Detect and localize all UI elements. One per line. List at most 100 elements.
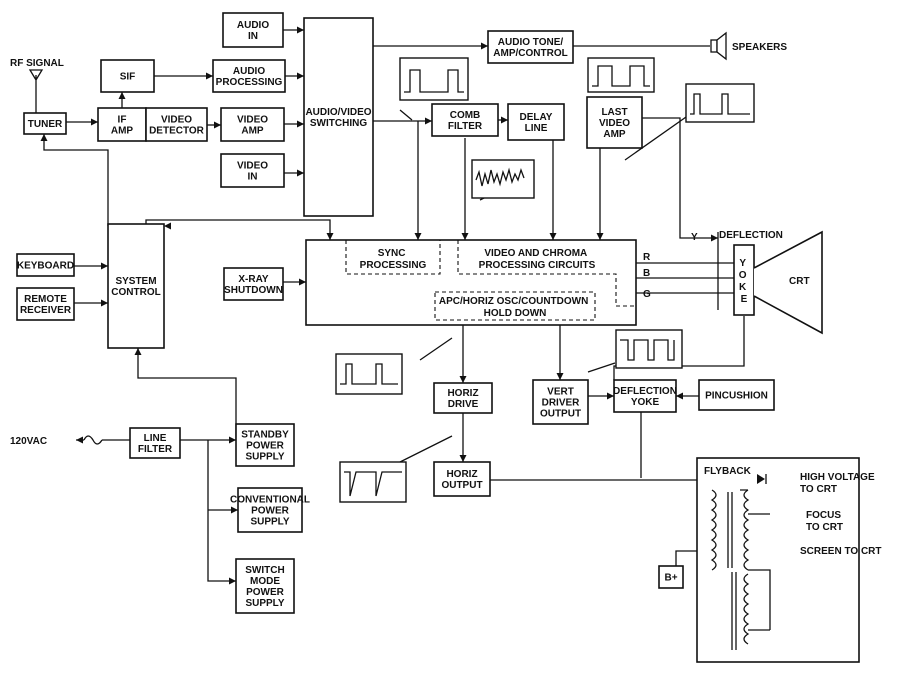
crt-label: CRT [789, 276, 810, 287]
scope-trace-2 [587, 57, 655, 93]
hv-diode-icon [757, 474, 765, 484]
b-plus-block-label: B+ [664, 573, 677, 584]
scope-trace-3 [685, 83, 755, 123]
pincushion-block-box [698, 379, 775, 411]
conventional-ps-block-box [237, 487, 303, 533]
arrowhead [76, 436, 83, 444]
arrowhead [326, 233, 334, 240]
arrowhead [229, 436, 236, 444]
scope-trace-4 [471, 159, 535, 199]
av-switching-block-box [303, 17, 374, 217]
keyboard-block-box [16, 253, 75, 277]
arrowhead [676, 392, 683, 400]
comb-filter-block-box [431, 103, 499, 137]
arrowhead [134, 348, 142, 355]
arrowhead [481, 42, 488, 50]
arrowhead [231, 506, 238, 514]
flyback-box [696, 457, 860, 663]
arrowhead [214, 121, 221, 129]
switch-mode-ps-block-box [235, 558, 295, 614]
video-chroma-section [457, 240, 636, 307]
arrowhead [711, 234, 718, 242]
flyback-transformer [696, 457, 860, 663]
line-filter-block-box [129, 427, 181, 459]
arrowhead [297, 120, 304, 128]
y-signal-label: Y [691, 232, 698, 243]
keyboard-block-label: KEYBOARD [17, 261, 74, 272]
flyback-label: FLYBACK [704, 466, 752, 477]
system-control-block-box [107, 223, 165, 349]
arrowhead [297, 169, 304, 177]
arrowhead [40, 134, 48, 141]
tuner-block-box [23, 112, 67, 135]
audio-processing-block-box [212, 59, 286, 93]
arrowhead [501, 116, 508, 124]
arrowhead [459, 455, 467, 462]
horiz-output-block-box [433, 461, 491, 497]
video-amp-block-box [220, 107, 285, 142]
sif-block: SIF [100, 59, 155, 93]
audio-tone-block: AUDIO TONE/AMP/CONTROL [487, 30, 574, 64]
standby-ps-block-box [235, 423, 295, 467]
pincushion-block: PINCUSHION [698, 379, 775, 411]
aux-core [731, 572, 737, 650]
deflection-yoke-block-box [613, 379, 677, 413]
scope-trace-1 [399, 57, 469, 101]
focus-label: FOCUS TO CRT [806, 510, 844, 533]
b-signal-label: B [643, 268, 650, 279]
if-amp-block-box [97, 107, 147, 142]
scope-trace-5 [335, 353, 403, 395]
apc-section [434, 291, 596, 321]
arrowhead [299, 278, 306, 286]
video-in-block-box [220, 153, 285, 188]
last-video-amp-block-box [586, 96, 643, 149]
crt-assembly [717, 230, 823, 335]
delay-line-block-box [507, 103, 565, 141]
crt-tube [753, 230, 823, 335]
secondary-winding [743, 489, 750, 571]
aux-winding [743, 573, 750, 645]
high-voltage-label: HIGH VOLTAGE TO CRT [800, 472, 877, 495]
sync-section [345, 240, 441, 275]
speakers-label: SPEAKERS [732, 42, 787, 53]
horiz-drive-block-box [433, 382, 493, 414]
audio-in-block-box [222, 12, 284, 48]
arrowhead [414, 233, 422, 240]
arrowhead [91, 118, 98, 126]
primary-winding [710, 489, 717, 571]
arrowhead [297, 26, 304, 34]
audio-tone-block-label: AUDIO TONE/AMP/CONTROL [493, 37, 567, 59]
arrowhead [164, 222, 171, 230]
annotations: RF SIGNAL SPEAKERS 120VAC DEFLECTION CRT… [10, 42, 882, 557]
screen-label: SCREEN TO CRT [800, 546, 882, 557]
scope-trace-7 [339, 461, 407, 503]
